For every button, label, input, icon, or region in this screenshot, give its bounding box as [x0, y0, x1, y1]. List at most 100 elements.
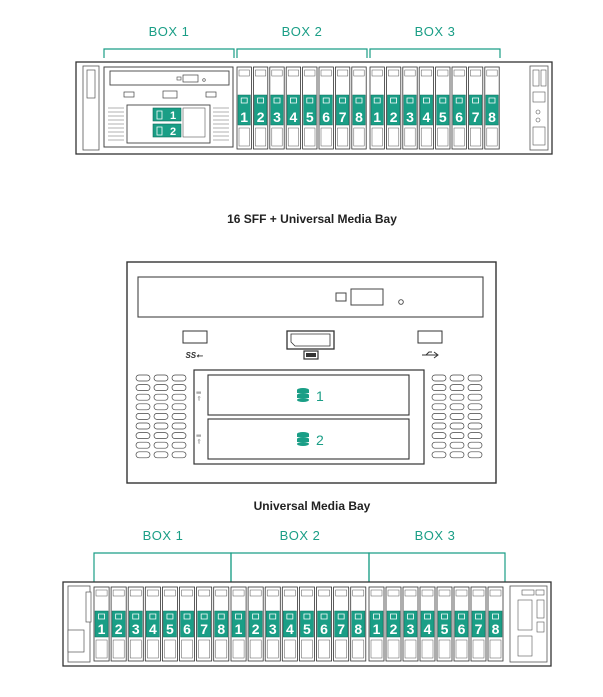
bay-number: 7	[339, 109, 347, 125]
bay-number: 8	[488, 109, 496, 125]
vent-slot	[467, 432, 483, 439]
usb-port-icon-2	[205, 91, 217, 98]
vent-slot	[449, 393, 465, 401]
media-bay-side-vents	[108, 107, 229, 141]
bay-number: 2	[257, 109, 265, 125]
vent-slot	[153, 432, 169, 439]
bay-number: 5	[303, 621, 311, 637]
drive-bay: 4	[144, 586, 161, 662]
drive-bay: 5	[161, 586, 178, 662]
vent-slot	[431, 384, 447, 391]
drive-bay: 8	[213, 586, 230, 662]
bay-number: 7	[475, 621, 483, 637]
svg-text:⇨ ⦀: ⇨ ⦀	[196, 434, 203, 444]
vent-slot	[467, 374, 483, 382]
bay-number: 3	[132, 621, 140, 637]
diagram-16sff-umb: BOX 1 BOX 2 BOX 3 1 2	[75, 24, 553, 226]
vent-slot	[171, 403, 187, 411]
vent-slot	[431, 374, 447, 382]
drive-bay: 8	[487, 586, 504, 662]
vent-slot	[135, 384, 151, 391]
drive-bay: 1	[369, 66, 385, 150]
bay-number: 4	[286, 621, 294, 637]
box-2-label-3: BOX 2	[280, 528, 321, 543]
vent-slot	[171, 413, 187, 420]
vent-slot	[153, 384, 169, 391]
vent-slot	[449, 422, 465, 430]
drive-bay: 8	[484, 66, 500, 150]
vent-slot	[153, 413, 169, 420]
vent-slot	[153, 451, 169, 459]
drive-bay: 2	[247, 586, 264, 662]
bay-number: 1	[373, 621, 381, 637]
drive-bay: 7	[333, 586, 350, 662]
caption-16sff-umb: 16 SFF + Universal Media Bay	[227, 212, 397, 226]
box-1-label: BOX 1	[149, 24, 190, 39]
bay-number: 4	[423, 109, 431, 125]
vent-slot	[153, 374, 169, 382]
vent-slot	[467, 441, 483, 449]
vent-slot	[135, 451, 151, 459]
drive-bay: 5	[302, 66, 318, 150]
bay-number: 1	[373, 109, 381, 125]
right-ear-3	[509, 585, 548, 663]
vent-slot	[135, 374, 151, 382]
vent-slot	[135, 413, 151, 420]
umb-right-vents	[431, 374, 483, 459]
drive-bay: 8	[351, 66, 367, 150]
vent-slot	[449, 451, 465, 459]
drive-stack-icon-2	[297, 432, 309, 446]
bay-number: 5	[439, 109, 447, 125]
vent-slot	[153, 403, 169, 411]
vent-slot	[431, 413, 447, 420]
vent-slot	[467, 451, 483, 459]
bay-number: 2	[115, 621, 123, 637]
display-port-icon	[162, 90, 178, 99]
bay-number: 2	[390, 621, 398, 637]
bay-number: 7	[200, 621, 208, 637]
media-bay-drive-2: 2	[152, 123, 182, 138]
display-port	[286, 330, 335, 360]
vent-slot	[449, 384, 465, 391]
right-ear-controls-3	[517, 589, 545, 657]
bay-number: 8	[355, 109, 363, 125]
umb-optical-drive	[137, 276, 484, 318]
drive-bay: 4	[418, 66, 435, 150]
usb3-port: SS⭠	[182, 330, 208, 360]
vent-slot	[171, 374, 187, 382]
drive-stack-icon	[297, 388, 309, 402]
bay-number: 8	[492, 621, 500, 637]
vent-slot	[431, 451, 447, 459]
drive-bay: 7	[470, 586, 487, 662]
diagram-universal-media-bay: SS⭠ ⇨ ⦀ 1 ⇨ ⦀	[126, 261, 497, 513]
drive-bay: 2	[385, 66, 402, 150]
drive-bay: 5	[435, 66, 451, 150]
bay-number: 6	[320, 621, 328, 637]
bay-number: 1	[98, 621, 106, 637]
right-ear-controls	[532, 69, 547, 146]
drive-bay: 6	[453, 586, 470, 662]
drive-bay: 5	[298, 586, 315, 662]
bay-number: 6	[322, 109, 330, 125]
bay-number: 8	[217, 621, 225, 637]
vent-slot	[449, 432, 465, 439]
vent-slot	[171, 384, 187, 391]
bay-number: 3	[273, 109, 281, 125]
drive-bay: 1	[236, 66, 252, 150]
vent-slot	[467, 384, 483, 391]
vent-slot	[171, 432, 187, 439]
box-2-bracket	[236, 48, 368, 58]
vent-slot	[467, 422, 483, 430]
bay-number: 2	[252, 621, 260, 637]
box-3-label-3: BOX 3	[415, 528, 456, 543]
umb-drive-slot-1: ⇨ ⦀ 1	[196, 374, 410, 416]
vent-slot	[449, 374, 465, 382]
drive-bay: 3	[127, 586, 144, 662]
bay-number: 1	[235, 621, 243, 637]
vent-slot	[467, 393, 483, 401]
optical-eject-button	[350, 288, 384, 306]
right-ear	[529, 65, 549, 151]
drive-bay: 3	[264, 586, 281, 662]
svg-text:1: 1	[170, 110, 176, 122]
